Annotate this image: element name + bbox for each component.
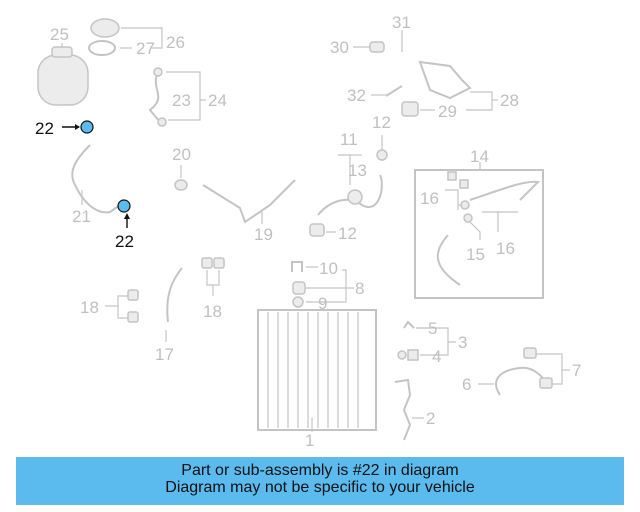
clamps-18-middle xyxy=(201,257,225,296)
callout-16-left: 16 xyxy=(420,189,439,208)
callout-18-middle: 18 xyxy=(203,302,222,321)
upper-radiator-hose xyxy=(309,135,388,237)
tank-hose xyxy=(148,67,206,127)
callout-22-lower: 22 xyxy=(115,232,134,251)
callout-3: 3 xyxy=(458,333,467,352)
callout-9: 9 xyxy=(318,294,327,313)
coolant-hose-21 xyxy=(71,144,121,214)
part-22-lower[interactable] xyxy=(117,199,131,228)
callout-21: 21 xyxy=(72,207,91,226)
callout-19: 19 xyxy=(254,225,273,244)
callout-18-left: 18 xyxy=(80,298,99,317)
sensor-20 xyxy=(174,165,188,191)
callout-22-upper: 22 xyxy=(35,119,54,138)
clip-32 xyxy=(371,85,403,97)
drain-plug-3 xyxy=(397,320,456,361)
callout-31: 31 xyxy=(392,13,411,32)
callout-2: 2 xyxy=(426,409,435,428)
temp-sender-30 xyxy=(353,41,385,53)
thermostat-housing xyxy=(401,60,498,117)
callout-14: 14 xyxy=(470,147,489,166)
callout-28: 28 xyxy=(500,91,519,110)
callout-4: 4 xyxy=(432,347,441,366)
callout-26: 26 xyxy=(166,33,185,52)
callout-29: 29 xyxy=(438,102,457,121)
callout-27: 27 xyxy=(136,39,155,58)
hose-6-7 xyxy=(478,347,570,396)
info-banner: Part or sub-assembly is #22 in diagram D… xyxy=(16,457,624,505)
bracket-2 xyxy=(394,378,424,441)
callout-32: 32 xyxy=(347,86,366,105)
banner-line-1: Part or sub-assembly is #22 in diagram xyxy=(181,462,459,479)
coolant-pipe-19 xyxy=(202,179,296,224)
clamps-18-left xyxy=(105,289,139,323)
callout-30: 30 xyxy=(330,38,349,57)
callout-25: 25 xyxy=(50,25,69,44)
callout-1: 1 xyxy=(305,431,314,450)
callout-13: 13 xyxy=(348,161,367,180)
banner-line-2: Diagram may not be specific to your vehi… xyxy=(165,479,475,496)
parts-diagram: 25 27 26 23 24 22 21 22 20 xyxy=(35,13,581,450)
callout-17: 17 xyxy=(155,345,174,364)
expansion-tank xyxy=(37,43,89,106)
lower-hose-17 xyxy=(165,267,183,342)
tank-cap xyxy=(88,18,163,56)
callout-15: 15 xyxy=(466,245,485,264)
callout-20: 20 xyxy=(172,145,191,164)
radiator xyxy=(257,309,377,432)
callout-5: 5 xyxy=(428,319,437,338)
callout-12-lower: 12 xyxy=(338,224,357,243)
callout-23: 23 xyxy=(172,91,191,110)
callout-8: 8 xyxy=(355,279,364,298)
callout-7: 7 xyxy=(572,361,581,380)
callout-16-right: 16 xyxy=(496,239,515,258)
sub-assembly-14-box xyxy=(414,162,544,299)
callout-24: 24 xyxy=(208,91,227,110)
callout-6: 6 xyxy=(462,375,471,394)
callout-11: 11 xyxy=(340,130,358,149)
callout-12-upper: 12 xyxy=(372,113,391,132)
part-22-upper[interactable] xyxy=(62,120,94,134)
callout-10: 10 xyxy=(319,259,338,278)
clamps-8 xyxy=(291,261,354,308)
